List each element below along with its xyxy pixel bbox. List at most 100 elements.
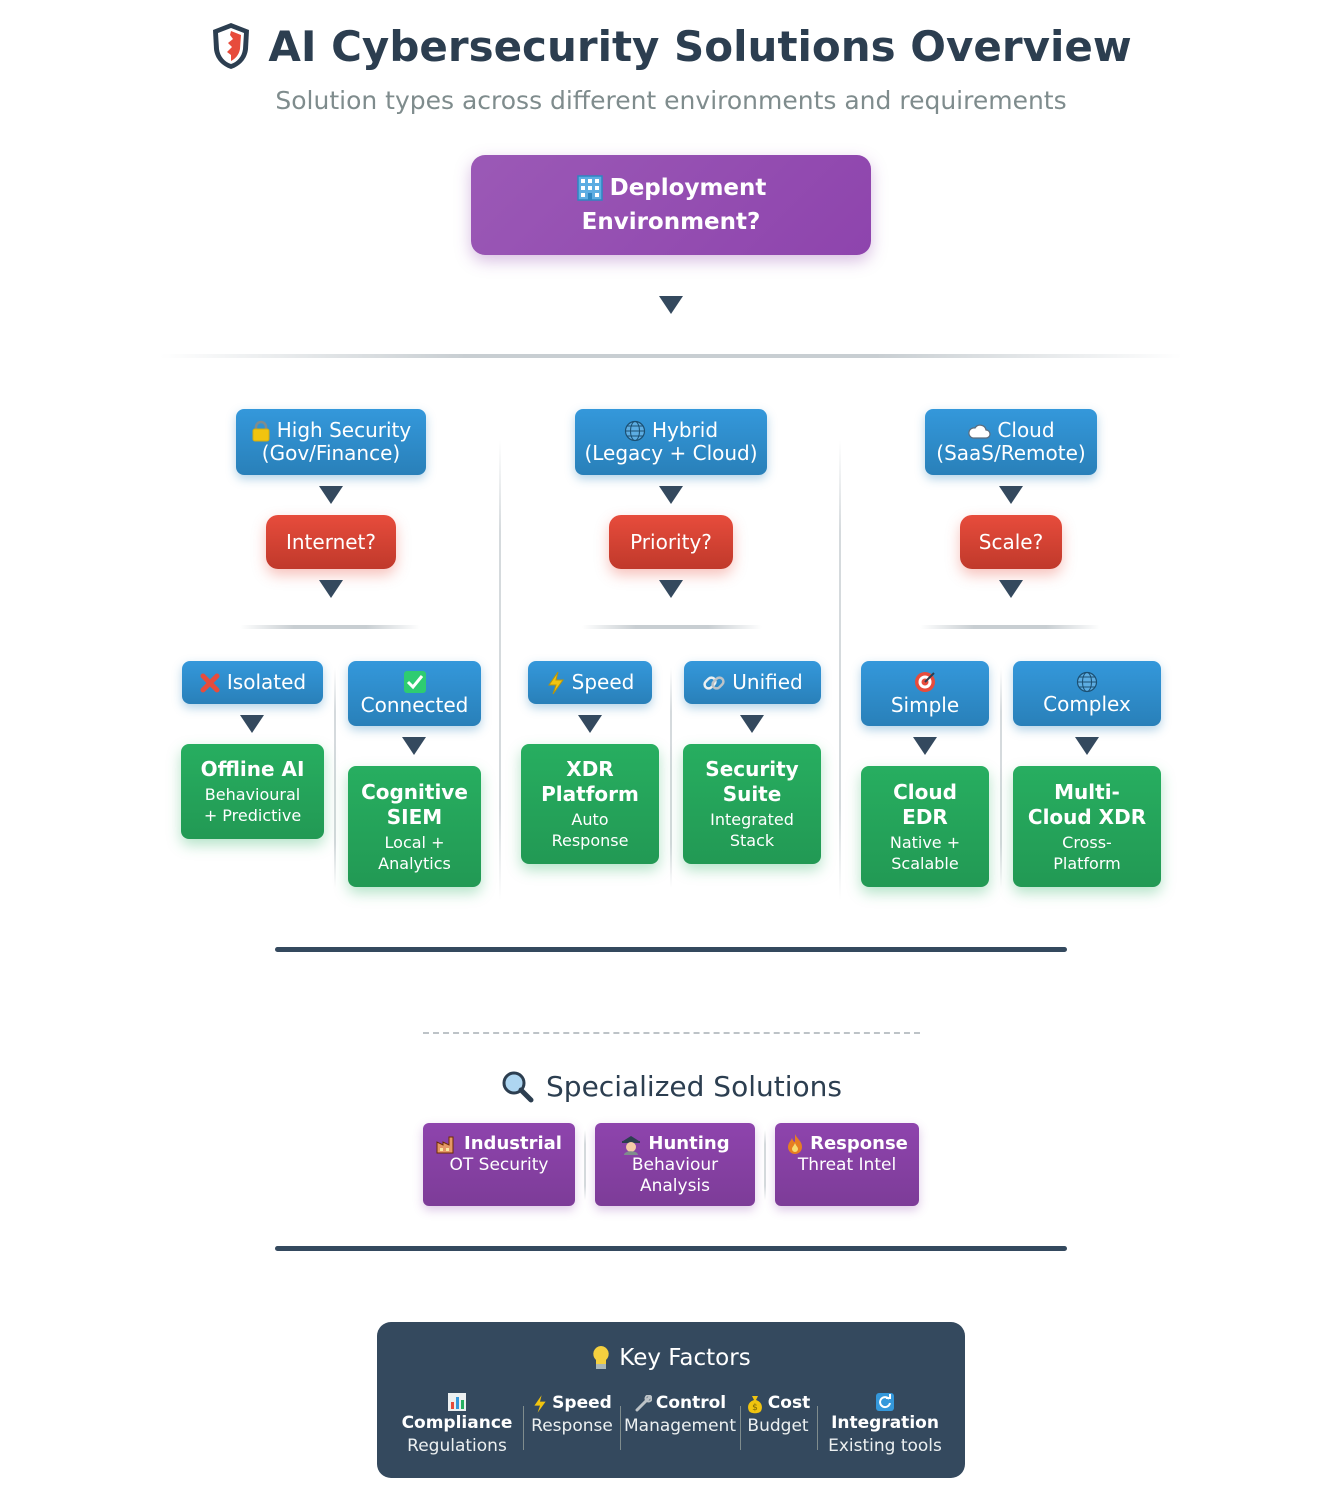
key-factor-title: Cost [767, 1393, 811, 1413]
solution-cloud-edr[interactable]: Cloud EDR Native + Scalable [861, 766, 989, 887]
divider [240, 625, 420, 629]
bar-chart-icon [448, 1393, 466, 1411]
option-connected[interactable]: Connected [348, 661, 481, 726]
arrow-icon [999, 486, 1023, 504]
question-label: Internet? [285, 530, 377, 554]
solution-title: Cloud XDR [1027, 804, 1147, 829]
env-cloud[interactable]: Cloud (SaaS/Remote) [925, 409, 1097, 475]
solution-desc: Analytics [378, 853, 451, 873]
separator [740, 1406, 741, 1450]
key-factor-sub: Existing tools [828, 1436, 942, 1456]
option-separator [1000, 668, 1002, 888]
solution-cognitive-siem[interactable]: Cognitive SIEM Local + Analytics [348, 766, 481, 887]
separator [620, 1406, 621, 1450]
question-label: Scale? [978, 530, 1044, 554]
env-label: Cloud [997, 418, 1055, 442]
option-speed[interactable]: Speed [528, 661, 652, 704]
key-factor-sub: Management [624, 1416, 736, 1436]
key-factor-sub: Regulations [407, 1436, 507, 1456]
root-label-line2: Environment? [581, 209, 761, 235]
specialized-response[interactable]: Response Threat Intel [775, 1123, 919, 1206]
money-bag-icon: $ [747, 1395, 762, 1413]
arrow-icon [319, 580, 343, 598]
lock-icon [252, 420, 270, 441]
key-factor-sub: Response [531, 1416, 613, 1436]
solution-desc: Local + [384, 832, 445, 852]
solution-desc: Auto [571, 810, 609, 829]
section-divider [275, 947, 1067, 952]
specialized-header: Specialized Solutions [0, 1066, 1342, 1106]
dashed-divider [423, 1032, 920, 1034]
question-label: Priority? [630, 530, 712, 554]
root-label-line1: Deployment [609, 175, 767, 201]
option-isolated[interactable]: Isolated [182, 661, 323, 704]
solution-title: Multi- [1054, 779, 1120, 804]
solution-multi-cloud-xdr[interactable]: Multi- Cloud XDR Cross- Platform [1013, 766, 1161, 887]
option-simple[interactable]: Simple [861, 661, 989, 726]
option-label: Simple [890, 693, 960, 717]
solution-offline-ai[interactable]: Offline AI Behavioural + Predictive [181, 744, 324, 839]
key-factor-speed: Speed Response [528, 1392, 616, 1438]
divider [920, 625, 1100, 629]
question-internet[interactable]: Internet? [266, 515, 396, 569]
option-separator [670, 668, 672, 888]
arrow-icon [319, 486, 343, 504]
specialized-item-sub: Behaviour [631, 1155, 719, 1175]
root-decision-node[interactable]: Deployment Environment? [471, 155, 871, 255]
key-factor-title: Control [655, 1393, 727, 1413]
solution-xdr-platform[interactable]: XDR Platform Auto Response [521, 744, 659, 864]
shield-icon [213, 23, 250, 69]
option-label: Isolated [226, 670, 307, 694]
solution-title: Suite [722, 782, 782, 806]
divider [160, 354, 1182, 358]
question-priority[interactable]: Priority? [609, 515, 733, 569]
divider [582, 625, 762, 629]
option-unified[interactable]: Unified [684, 661, 821, 704]
env-sublabel: (Gov/Finance) [261, 441, 401, 465]
solution-security-suite[interactable]: Security Suite Integrated Stack [683, 744, 821, 864]
cloud-icon [968, 424, 992, 439]
specialized-item-sub: OT Security [449, 1155, 549, 1175]
option-label: Connected [360, 693, 469, 717]
key-factor-compliance: Compliance Regulations [399, 1392, 515, 1458]
specialized-item-sub: Threat Intel [797, 1155, 897, 1175]
key-factors-header: Key Factors [377, 1344, 965, 1372]
svg-text:$: $ [752, 1403, 758, 1413]
option-complex[interactable]: Complex [1013, 661, 1161, 726]
option-label: Speed [571, 670, 635, 694]
arrow-icon [913, 737, 937, 755]
solution-desc: Integrated [710, 810, 794, 829]
solution-desc: Stack [729, 831, 775, 850]
specialized-industrial[interactable]: Industrial OT Security [423, 1123, 575, 1206]
key-factor-control: Control Management [624, 1392, 736, 1438]
key-factor-integration: Integration Existing tools [825, 1392, 945, 1458]
arrow-icon [659, 296, 683, 314]
section-divider [275, 1246, 1067, 1251]
separator [523, 1406, 524, 1450]
magnifier-icon [502, 1071, 534, 1103]
env-hybrid[interactable]: Hybrid (Legacy + Cloud) [575, 409, 767, 475]
env-sublabel: (SaaS/Remote) [936, 441, 1086, 465]
specialized-hunting[interactable]: Hunting Behaviour Analysis [595, 1123, 755, 1206]
solution-title: Cognitive [361, 779, 468, 804]
specialized-item-title: Hunting [648, 1133, 730, 1154]
arrow-icon [740, 715, 764, 733]
specialized-item-sub: Analysis [639, 1176, 711, 1196]
option-separator [584, 1130, 586, 1200]
solution-desc: Response [551, 831, 629, 850]
solution-desc: + Predictive [203, 806, 302, 825]
arrow-icon [659, 486, 683, 504]
refresh-icon [876, 1393, 894, 1411]
solution-title: Cloud [893, 779, 957, 804]
option-separator [764, 1130, 766, 1200]
arrow-icon [659, 580, 683, 598]
question-scale[interactable]: Scale? [960, 515, 1062, 569]
header: AI Cybersecurity Solutions Overview [0, 16, 1342, 76]
key-factor-sub: Budget [747, 1416, 809, 1436]
env-high-security[interactable]: High Security (Gov/Finance) [236, 409, 426, 475]
fire-icon [788, 1134, 803, 1154]
specialized-item-title: Response [810, 1133, 908, 1154]
solution-title: XDR [566, 757, 614, 781]
option-label: Unified [732, 670, 803, 694]
key-factor-cost: $ Cost Budget [744, 1392, 812, 1438]
